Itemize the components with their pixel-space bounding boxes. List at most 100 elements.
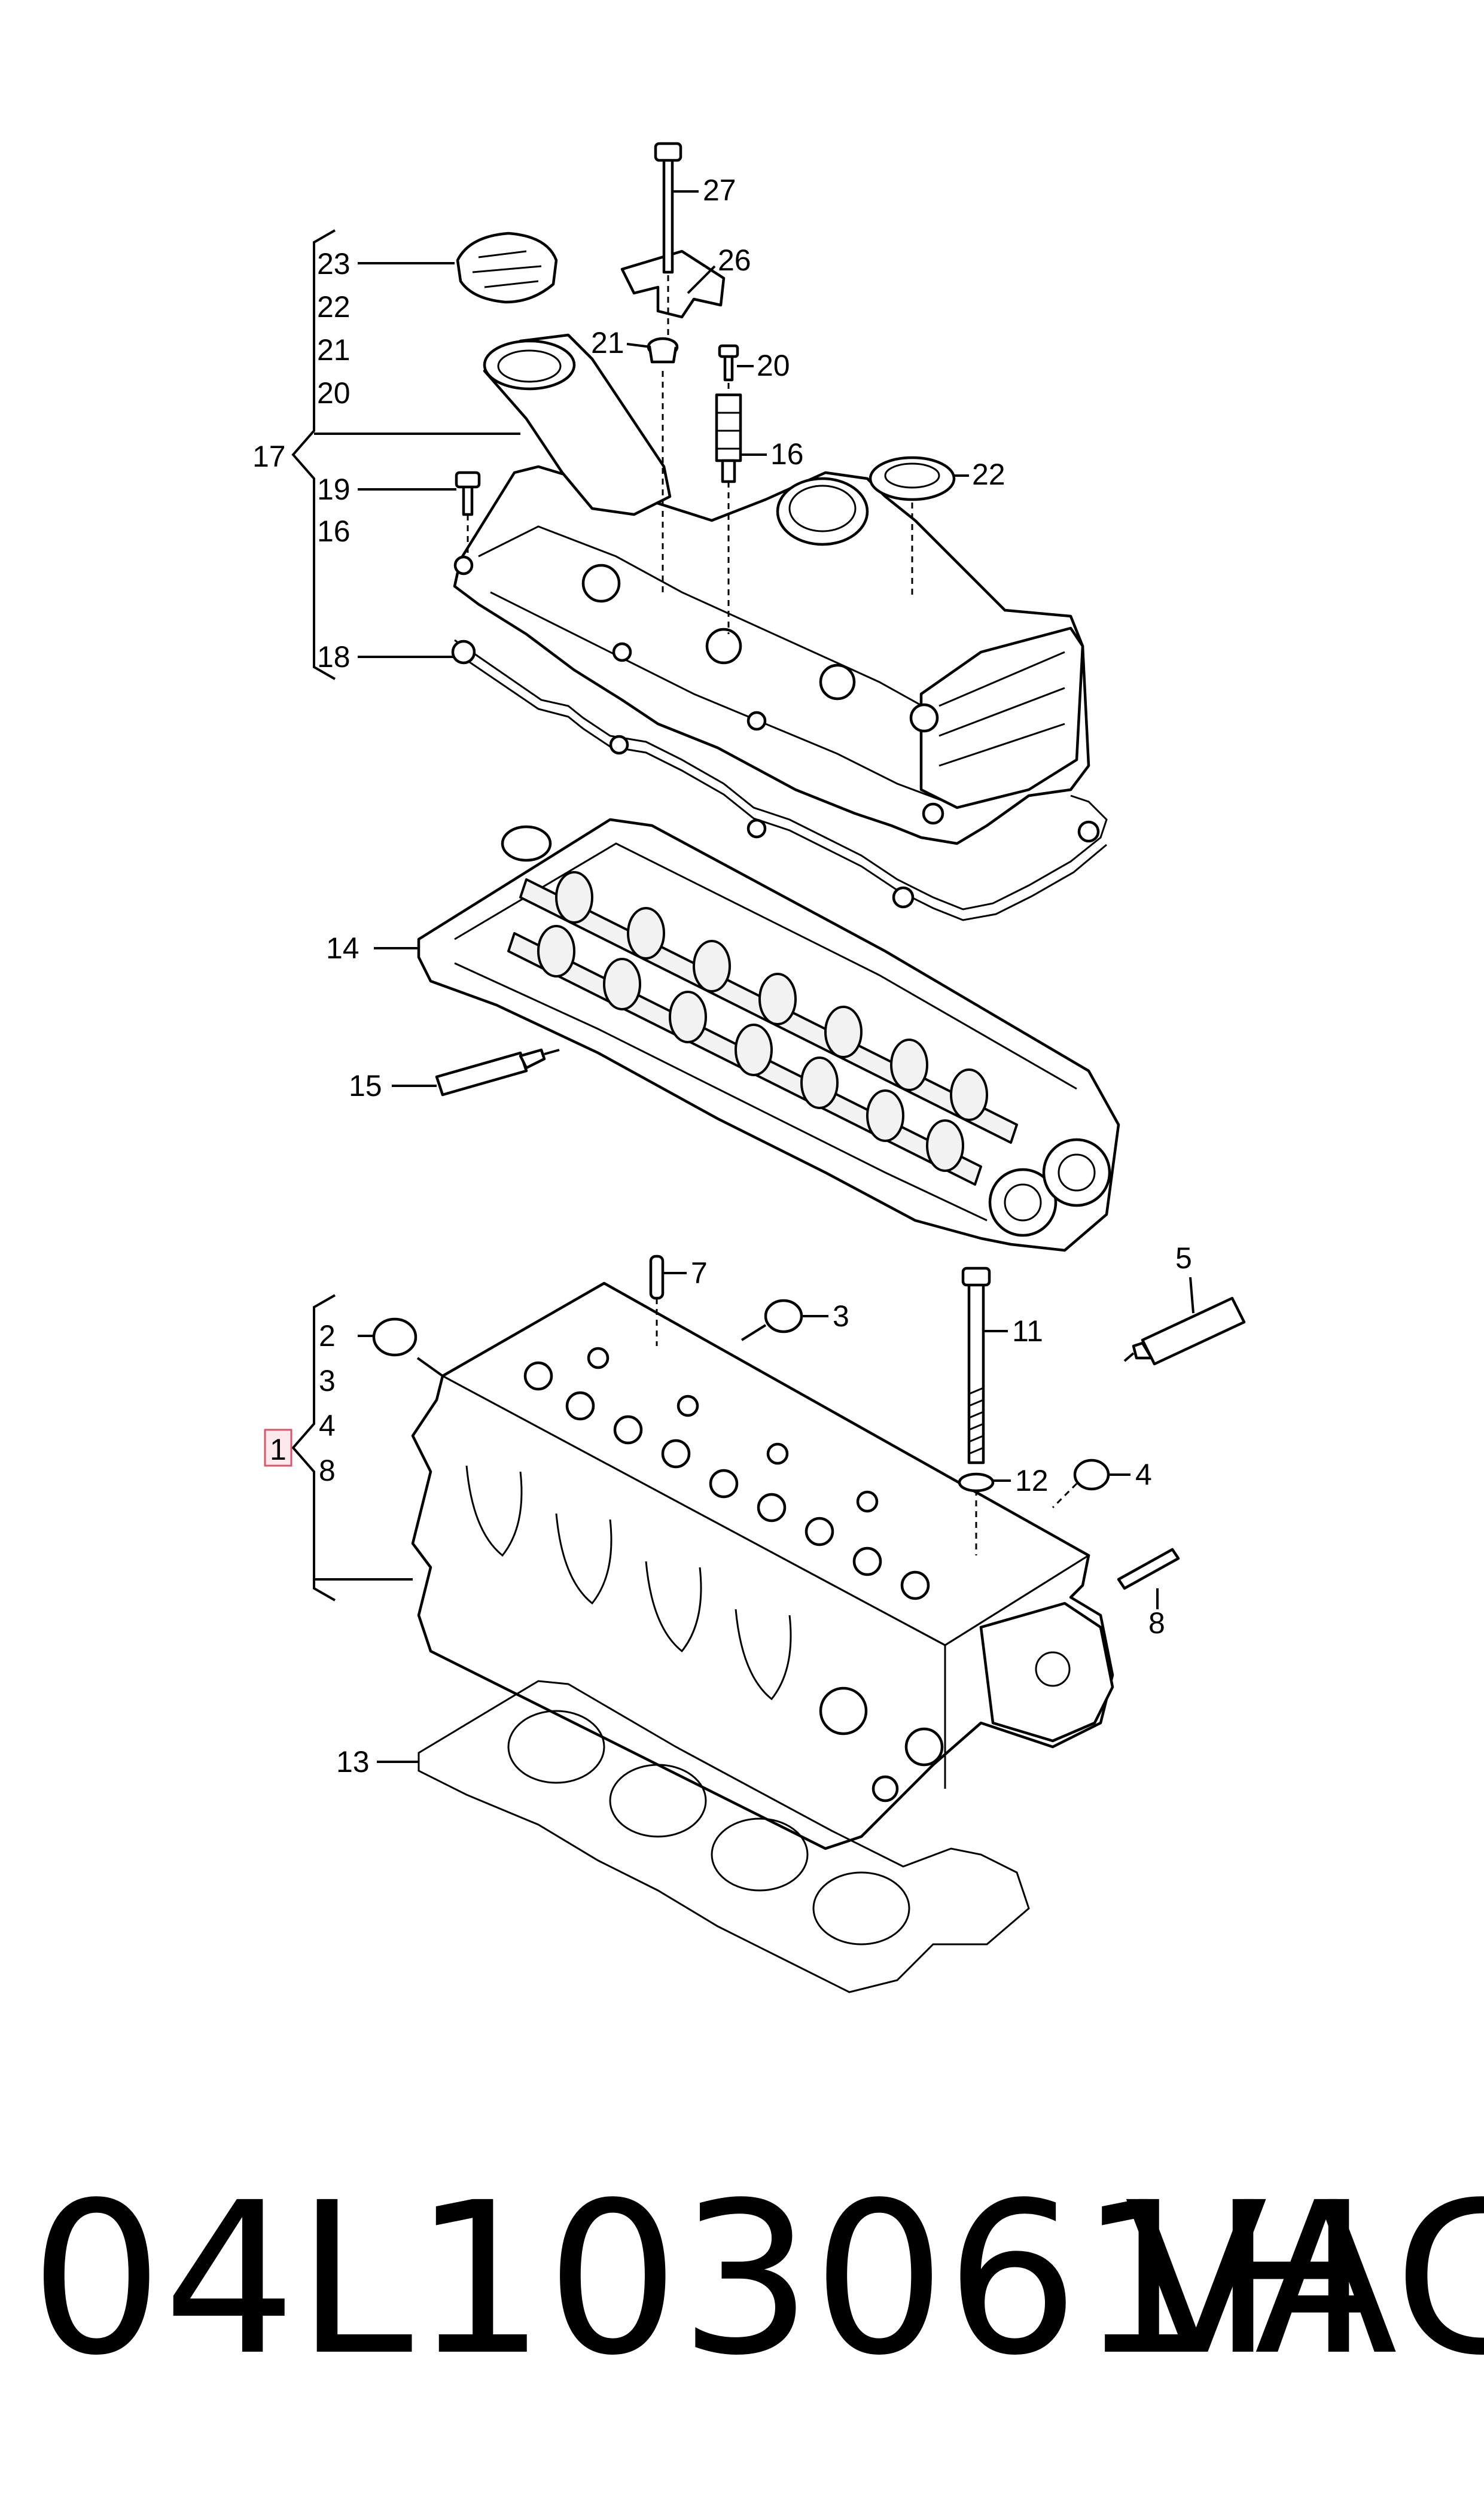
callout-16: 16 — [317, 514, 351, 548]
dowel-pin-7 — [649, 1255, 665, 1300]
brand-label: VAG — [1125, 2157, 1484, 2401]
cover-bolt-hole — [746, 711, 767, 731]
gasket-18-inner-edge — [463, 657, 1107, 921]
camshaft-end-right-hub — [1058, 1153, 1096, 1192]
bolt-19 — [462, 483, 474, 516]
cover-bolt-hole — [453, 555, 474, 576]
head-coolant-port — [819, 1686, 868, 1735]
sealant-tube-15-tip — [544, 1049, 560, 1055]
gasket-bore-2 — [609, 1764, 707, 1838]
part-number: 04L103061H — [30, 2157, 1370, 2401]
callout-labels: 27 26 23 22 21 20 21 20 17 16 22 19 16 1… — [252, 173, 1192, 1779]
cover-side-rib — [938, 651, 1065, 767]
sealant-tube-15 — [435, 1051, 528, 1097]
callout-26: 26 — [718, 243, 751, 277]
head-bolt-hole — [871, 1775, 899, 1803]
flange-port — [1035, 1651, 1071, 1687]
cap-22-inner — [884, 462, 940, 489]
callout-21-part: 21 — [591, 326, 624, 360]
callout-4-part: 4 — [1135, 1458, 1152, 1491]
callout-13: 13 — [336, 1745, 370, 1779]
cover-dome — [776, 477, 869, 546]
callout-16-part: 16 — [770, 437, 804, 471]
callout-20: 20 — [317, 376, 351, 410]
gasket-18-hole — [746, 818, 767, 839]
filler-neck-inner — [497, 349, 562, 383]
callout-14: 14 — [326, 931, 359, 965]
callout-7: 7 — [691, 1256, 708, 1290]
callout-15: 15 — [349, 1069, 382, 1103]
gasket-18-hole — [451, 640, 476, 665]
callout-21: 21 — [317, 333, 351, 367]
cover-dome-top — [788, 485, 857, 532]
gasket-bore-3 — [711, 1817, 809, 1892]
cylinder-head-1 — [411, 1281, 1114, 1850]
gasket-bore-4 — [812, 1871, 910, 1945]
callout-3: 3 — [319, 1364, 336, 1397]
highlight-part-1 — [264, 1429, 292, 1467]
gasket-18-hole — [1077, 820, 1100, 843]
gasket-18-hole — [892, 886, 915, 909]
cover-port — [581, 564, 621, 603]
stud-bolt-8 — [1117, 1548, 1180, 1590]
leader-21 — [626, 343, 651, 348]
assembly-dash-lines — [467, 275, 913, 634]
gasket-bore-1 — [507, 1710, 605, 1784]
head-end-flange — [979, 1601, 1114, 1743]
camshaft-end-right — [1042, 1138, 1111, 1207]
callout-27: 27 — [703, 173, 736, 207]
cover-port — [909, 703, 939, 733]
cam-lobes — [537, 871, 988, 1172]
sealant-tube-5-tip — [1123, 1352, 1135, 1362]
bracket-26 — [620, 249, 726, 319]
head-coolant-port — [904, 1727, 944, 1767]
cap-23-grip — [472, 250, 542, 288]
callout-20-part: 20 — [757, 349, 790, 382]
head-side-face — [442, 1375, 1089, 1789]
cover-bolt-hole — [922, 802, 944, 825]
carrier-inner-rim — [454, 962, 988, 1222]
callout-8-part: 8 — [1148, 1606, 1165, 1640]
valve-cover-gasket-18 — [454, 639, 1108, 911]
callout-4: 4 — [319, 1409, 336, 1442]
head-gasket-13 — [418, 1680, 1030, 1993]
sealant-tube-5-nozzle — [1132, 1341, 1153, 1360]
callout-5: 5 — [1175, 1241, 1192, 1275]
sealing-plug-4 — [1073, 1459, 1110, 1491]
bolt-20-head — [718, 344, 739, 358]
carrier-end-plug — [501, 825, 552, 862]
bolt-27-head — [654, 142, 682, 162]
callout-17: 17 — [252, 440, 286, 473]
cylinder-head-group — [291, 1255, 1246, 1993]
callout-18: 18 — [317, 640, 351, 674]
callout-23: 23 — [317, 247, 351, 281]
deck-holes — [523, 1347, 930, 1600]
bolt-19-head — [455, 471, 481, 489]
callout-22: 22 — [317, 290, 351, 324]
washer-12 — [958, 1472, 995, 1493]
callout-3-part: 3 — [833, 1299, 849, 1333]
head-bolt-11-head — [961, 1266, 991, 1287]
sensor-16-tip — [721, 459, 736, 483]
leader-5 — [1189, 1277, 1194, 1314]
leader-3-to-head — [741, 1324, 767, 1341]
cover-side-housing — [919, 626, 1084, 809]
callout-19: 19 — [317, 473, 351, 506]
callout-2: 2 — [319, 1319, 336, 1353]
leader-2-to-head — [416, 1357, 444, 1377]
head-dash-lines — [656, 1298, 1078, 1555]
leader-26 — [687, 265, 716, 294]
bolt-11-thread — [968, 1387, 984, 1455]
sealing-plug-3 — [764, 1299, 803, 1333]
group-1-bracket — [291, 1294, 336, 1601]
callout-1: 1 — [270, 1433, 287, 1466]
group-17-bracket — [291, 229, 336, 680]
callout-11: 11 — [1012, 1314, 1043, 1348]
intake-ports — [465, 1465, 792, 1701]
gasket-18-hole — [609, 735, 629, 755]
sealing-plug-2 — [372, 1317, 418, 1357]
cover-bolt-hole — [612, 642, 632, 662]
camshaft-end-left-hub — [1004, 1183, 1042, 1222]
diagram-canvas: 27 26 23 22 21 20 21 20 17 16 22 19 16 1… — [252, 142, 1246, 1993]
footer: 04L103061H VAG — [0, 2148, 1484, 2411]
